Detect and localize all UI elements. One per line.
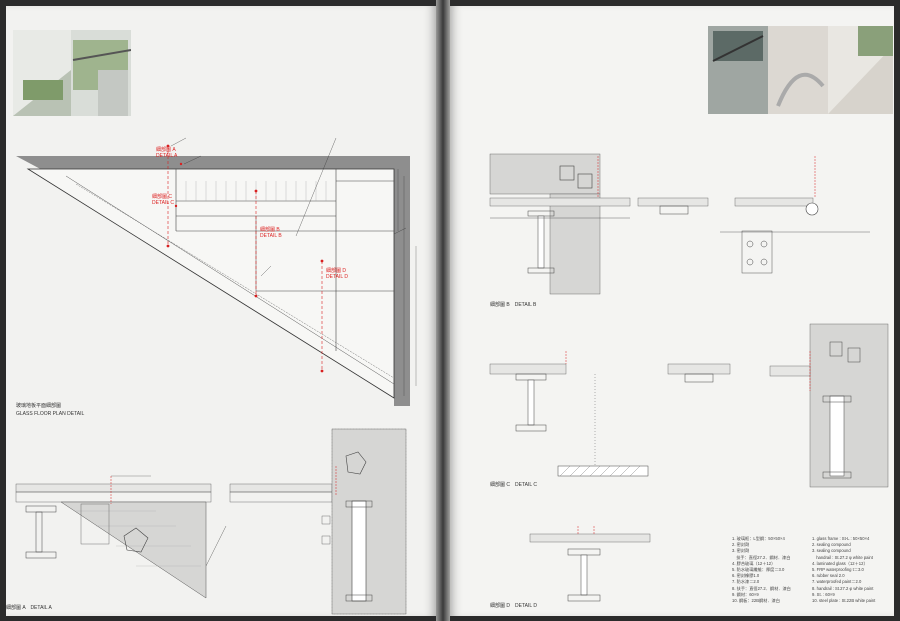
legend-en-9: 9. St. : 60×9: [812, 591, 835, 597]
stair-photo-graphic: [708, 26, 893, 114]
section-ref-b-en: DETAIL B: [260, 233, 282, 239]
legend-zh: 1. 玻璃框：L型鋼：50×50×4 2. 密封劑 3. 密封劑 扶手：直徑27…: [732, 536, 791, 604]
legend-zh-5: 5. 防水玻璃纖維：厚度＝3.0: [732, 567, 785, 573]
legend-en-2: 2. sealing compound: [812, 542, 851, 548]
right-page: 細部圖 B DETAIL B 細部圖 C DETAIL C 細部圖 D DETA…: [450, 6, 894, 616]
legend-en-7: 7. waterproofed paint＝2.0: [812, 579, 862, 585]
legend-zh-3: 3. 密封劑: [732, 548, 750, 554]
legend-zh-9: 9. 鋼材：60×9: [732, 591, 759, 597]
glass-floor-plan-drawing: [15, 137, 417, 615]
legend-en: 1. glass frame : St-L : 50×50×4 2. seali…: [812, 536, 875, 604]
detail-c-caption: 細部圖 C DETAIL C: [490, 482, 537, 488]
legend-en-5: 5. FRP waterproofing t＝3.0: [812, 567, 864, 573]
left-page: 細部圖 A DETAIL A 細部圖 C DETAIL C 細部圖 B DETA…: [6, 6, 436, 616]
legend-zh-4: 4. 膠合玻璃（12＋12）: [732, 560, 776, 566]
section-ref-d-zh: 細部圖 D: [326, 268, 347, 274]
legend-en-3: 3. sealing compound: [812, 548, 851, 554]
legend-zh-10: 10. 鋼板：22B鋼材．漆白: [732, 598, 780, 604]
plan-caption-en: GLASS FLOOR PLAN DETAIL: [16, 411, 85, 417]
book-gutter: [436, 0, 450, 621]
section-ref-d-en: DETAIL D: [326, 274, 348, 280]
plan-caption: 玻璃地板平面細部圖 GLASS FLOOR PLAN DETAIL: [16, 402, 84, 418]
detail-b-caption: 細部圖 B DETAIL B: [490, 302, 537, 308]
legend-zh-7: 7. 防水漆＝2.0: [732, 579, 760, 585]
right-page-details-drawing: [489, 153, 889, 602]
legend-zh-6: 6. 密封橡膠1.0: [732, 573, 760, 579]
legend-en-3b: handrail : St.27.2 φ white paint: [812, 554, 873, 560]
balcony-photo-graphic: [13, 30, 131, 116]
legend-en-1: 1. glass frame : St-L : 50×50×4: [812, 536, 870, 541]
legend-en-10: 10. steel plate : St.22B white paint: [812, 598, 876, 604]
legend-en-4: 4. laminated glass（12＋12）: [812, 560, 868, 566]
section-ref-d: 細部圖 D DETAIL D: [326, 268, 348, 280]
legend-zh-2: 2. 密封劑: [732, 542, 750, 548]
photo-balcony: [13, 30, 131, 116]
legend-en-6: 6. rubber seal 2.0: [812, 573, 845, 579]
legend-zh-3b: 扶手：直徑27.2．鋼材．漆白: [732, 554, 791, 560]
detail-d-caption: 細部圖 D DETAIL D: [490, 603, 537, 609]
photo-stair: [708, 26, 893, 114]
legend-en-8: 8. handrail : St.27.2 φ white paint: [812, 585, 874, 591]
legend-zh-1: 1. 玻璃框：L型鋼：50×50×4: [732, 536, 785, 541]
section-ref-b-zh: 細部圖 B: [260, 227, 280, 233]
section-ref-c-zh: 細部圖 C: [152, 194, 173, 200]
section-ref-c-en: DETAIL C: [152, 200, 174, 206]
section-ref-a: 細部圖 A DETAIL A: [156, 147, 177, 159]
detail-a-caption: 細部圖 A DETAIL A: [6, 605, 52, 611]
section-ref-c: 細部圖 C DETAIL C: [152, 194, 174, 206]
section-ref-a-zh: 細部圖 A: [156, 147, 176, 153]
section-ref-a-en: DETAIL A: [156, 153, 178, 159]
section-ref-b: 細部圖 B DETAIL B: [260, 227, 282, 239]
plan-caption-zh: 玻璃地板平面細部圖: [16, 403, 62, 409]
legend-zh-8: 8. 扶手：直徑27.2．鋼材．漆白: [732, 585, 791, 591]
